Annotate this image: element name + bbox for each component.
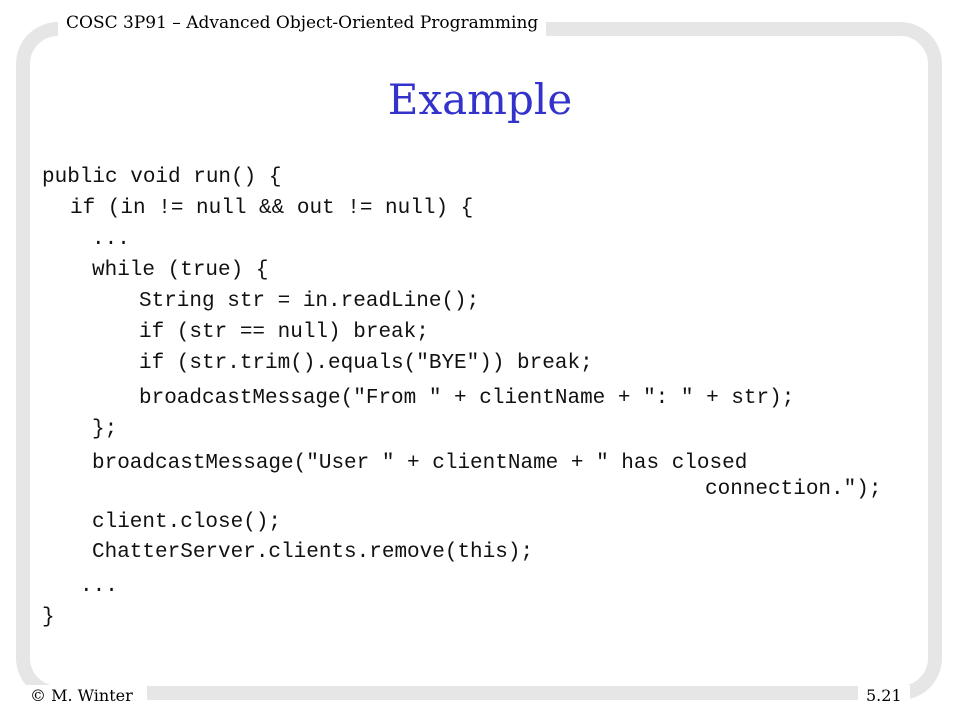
course-title: COSC 3P91 – Advanced Object-Oriented Pro… [58, 10, 547, 36]
code-line: broadcastMessage("User " + clientName + … [92, 452, 748, 475]
code-line: if (str == null) break; [139, 321, 429, 344]
code-line: broadcastMessage("From " + clientName + … [139, 387, 795, 410]
code-line: if (in != null && out != null) { [70, 197, 474, 220]
code-line: while (true) { [92, 259, 269, 282]
code-block: public void run() { if (in != null && ou… [0, 163, 960, 643]
code-line: client.close(); [92, 511, 282, 534]
code-line: } [42, 606, 55, 629]
code-line: ChatterServer.clients.remove(this); [92, 541, 534, 564]
slide-title: Example [387, 75, 573, 124]
code-line: ... [80, 575, 118, 598]
code-line: connection."); [705, 478, 882, 501]
page-number: 5.21 [858, 685, 910, 707]
code-line: ... [92, 228, 130, 251]
code-line: }; [92, 418, 118, 441]
code-line: String str = in.readLine(); [139, 290, 480, 313]
code-line: public void run() { [42, 166, 282, 189]
author-label: © M. Winter [22, 685, 147, 707]
code-line: if (str.trim().equals("BYE")) break; [139, 352, 593, 375]
